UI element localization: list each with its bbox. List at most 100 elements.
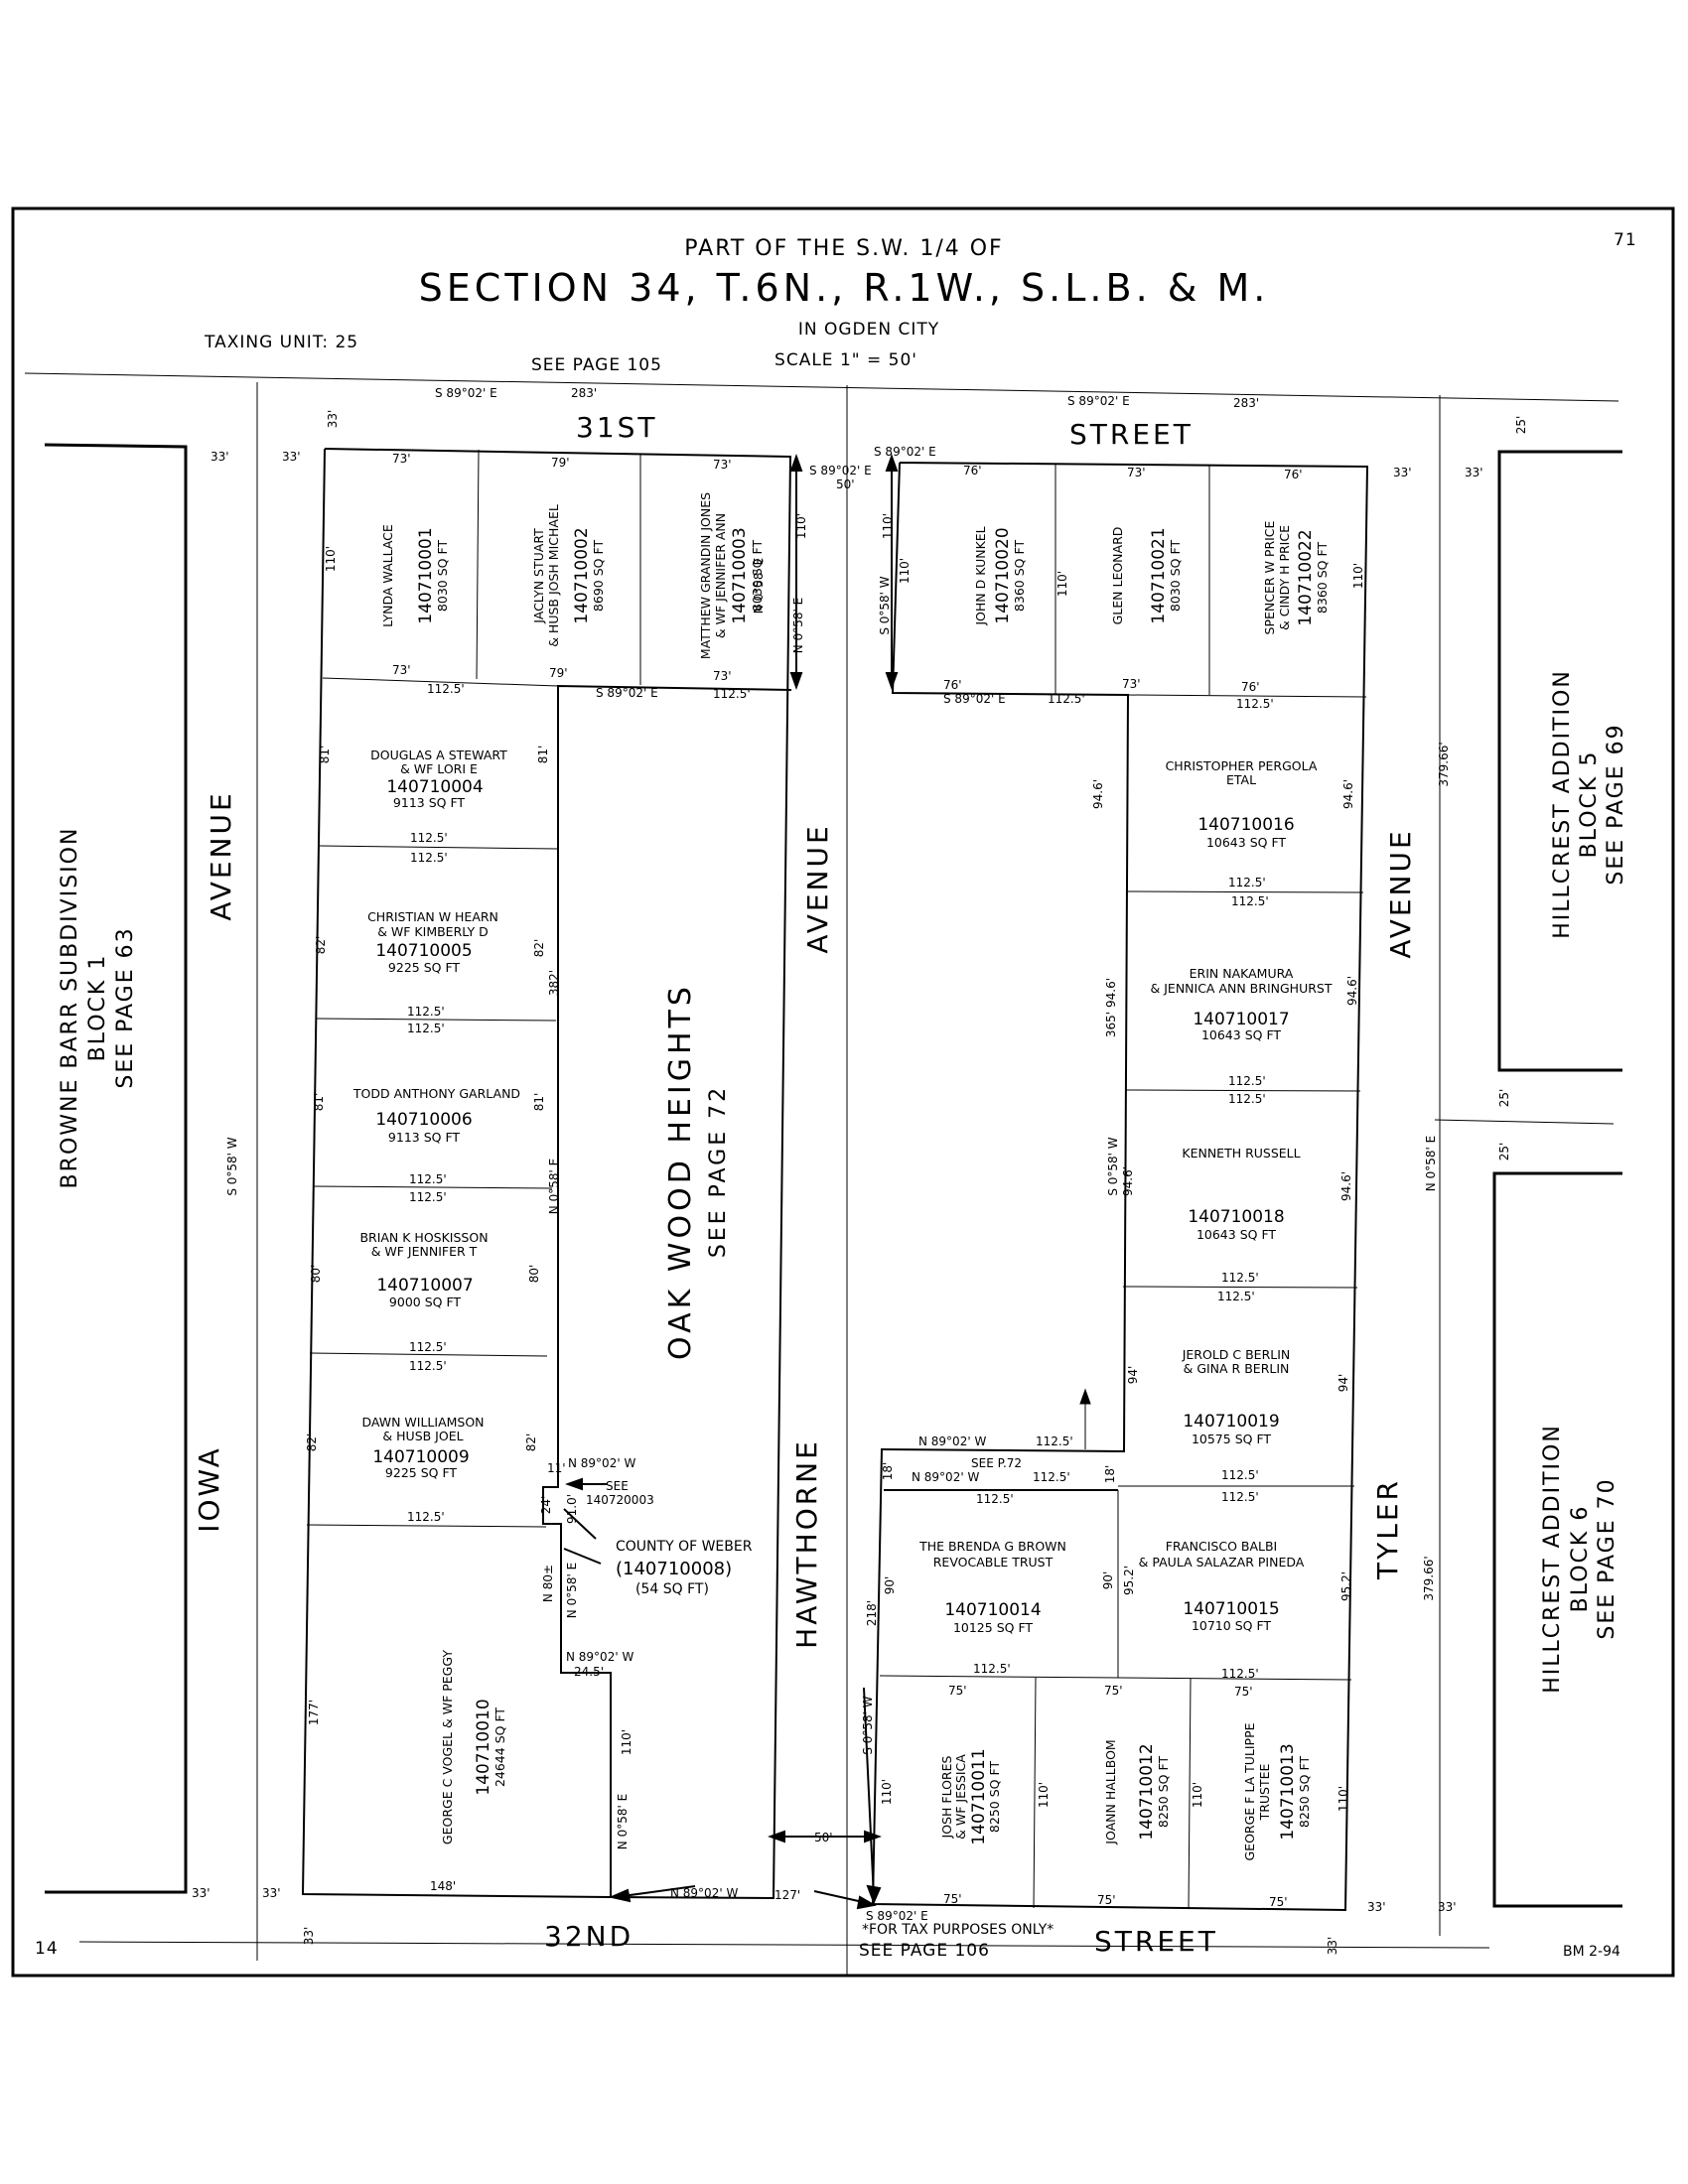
title-line1: PART OF THE S.W. 1/4 OF [684, 236, 1003, 261]
svg-text:N 89°02' W: N 89°02' W [568, 1456, 635, 1470]
svg-text:JOHN D KUNKEL: JOHN D KUNKEL [973, 526, 988, 625]
svg-text:94': 94' [1126, 1366, 1140, 1385]
svg-text:8360 SQ FT: 8360 SQ FT [1315, 542, 1330, 614]
svg-text:33': 33' [302, 1927, 316, 1946]
west-block [301, 448, 792, 1900]
svg-text:112.5': 112.5' [407, 1022, 445, 1035]
svg-text:112.5': 112.5' [973, 1662, 1011, 1676]
svg-text:112.5': 112.5' [1036, 1434, 1073, 1448]
svg-text:& GINA R BERLIN: & GINA R BERLIN [1184, 1361, 1290, 1376]
svg-text:S 89°02' E: S 89°02' E [596, 686, 658, 700]
hillcrest-block5-label: HILLCREST ADDITION BLOCK 5 SEE PAGE 69 [1550, 669, 1628, 939]
svg-text:140710005: 140710005 [375, 941, 472, 961]
svg-text:9225 SQ FT: 9225 SQ FT [385, 1465, 458, 1480]
svg-text:112.5': 112.5' [1231, 894, 1269, 908]
block-edges [44, 443, 1622, 1908]
svg-text:24644 SQ FT: 24644 SQ FT [492, 1707, 507, 1787]
svg-text:BLOCK 5: BLOCK 5 [1577, 751, 1602, 859]
svg-text:50': 50' [814, 1831, 833, 1844]
svg-text:10643 SQ FT: 10643 SQ FT [1201, 1027, 1281, 1042]
parcel-140710013: GEORGE F LA TULIPPE TRUSTEE 140710013 82… [1242, 1722, 1312, 1860]
dimension-labels-vertical: 33' 25' 25' 25' 33' 33' 110' 110' N 0°58… [225, 410, 1528, 1956]
svg-text:SEE PAGE 63: SEE PAGE 63 [113, 926, 138, 1088]
svg-text:112.5': 112.5' [410, 831, 448, 845]
parcel-140710007: BRIAN K HOSKISSON & WF JENNIFER T 140710… [359, 1230, 488, 1309]
svg-text:112.5': 112.5' [1033, 1470, 1070, 1484]
svg-text:THE BRENDA G BROWN: THE BRENDA G BROWN [918, 1539, 1066, 1554]
svg-text:112.5': 112.5' [1236, 697, 1274, 711]
svg-text:33': 33' [262, 1886, 281, 1900]
svg-text:80': 80' [309, 1265, 323, 1284]
parcel-140710020: JOHN D KUNKEL 140710020 8360 SQ FT [973, 526, 1027, 625]
street-tyler-suffix: AVENUE [1384, 828, 1417, 958]
svg-text:112.5': 112.5' [1228, 1092, 1266, 1106]
svg-text:N 0°58' E: N 0°58' E [547, 1159, 561, 1214]
svg-text:177': 177' [307, 1700, 321, 1725]
svg-text:10643 SQ FT: 10643 SQ FT [1206, 835, 1286, 850]
svg-text:33': 33' [1393, 466, 1412, 479]
svg-text:9113 SQ FT: 9113 SQ FT [393, 795, 466, 810]
svg-text:33': 33' [211, 450, 229, 464]
svg-text:73': 73' [1122, 677, 1141, 691]
svg-text:N 0°58' E: N 0°58' E [565, 1563, 579, 1618]
svg-text:75': 75' [943, 1892, 962, 1906]
svg-text:379.66': 379.66' [1437, 742, 1451, 786]
hillcrest-block6-label: HILLCREST ADDITION BLOCK 6 SEE PAGE 70 [1540, 1424, 1619, 1694]
svg-text:112.5': 112.5' [409, 1190, 447, 1204]
see-140720003-id: 140720003 [586, 1493, 654, 1507]
svg-text:10710 SQ FT: 10710 SQ FT [1192, 1618, 1271, 1633]
svg-text:110': 110' [1055, 571, 1069, 597]
svg-text:75': 75' [1269, 1895, 1288, 1909]
street-32nd: 32ND [544, 1920, 633, 1953]
svg-text:9000 SQ FT: 9000 SQ FT [389, 1295, 462, 1309]
svg-text:140710019: 140710019 [1183, 1412, 1279, 1432]
svg-text:94.6': 94.6' [1339, 1171, 1353, 1201]
svg-text:140710010: 140710010 [474, 1699, 493, 1795]
footer-code: BM 2-94 [1563, 1944, 1620, 1960]
street-32nd-suffix: STREET [1094, 1925, 1218, 1958]
svg-text:33': 33' [1367, 1900, 1386, 1914]
svg-text:33': 33' [1465, 466, 1483, 479]
svg-text:33': 33' [282, 450, 301, 464]
svg-text:110': 110' [324, 546, 338, 572]
svg-text:76': 76' [1284, 468, 1303, 481]
svg-text:10125 SQ FT: 10125 SQ FT [953, 1620, 1033, 1635]
parcel-140710006: TODD ANTHONY GARLAND 140710006 9113 SQ F… [352, 1086, 520, 1145]
svg-text:8360 SQ FT: 8360 SQ FT [1012, 540, 1027, 613]
svg-text:379.66': 379.66' [1422, 1556, 1436, 1600]
svg-text:127': 127' [774, 1888, 800, 1902]
parcel-140710021: GLEN LEONARD 140710021 8030 SQ FT [1110, 527, 1183, 625]
svg-text:& WF JESSICA: & WF JESSICA [953, 1754, 968, 1840]
svg-text:75': 75' [948, 1684, 967, 1698]
parcel-140710003: MATTHEW GRANDIN JONES & WF JENNIFER ANN … [698, 492, 765, 659]
svg-text:140710015: 140710015 [1183, 1599, 1279, 1619]
svg-text:95.2': 95.2' [1339, 1571, 1353, 1601]
svg-text:76': 76' [1241, 680, 1260, 694]
svg-text:18': 18' [881, 1462, 895, 1481]
svg-text:73': 73' [713, 458, 732, 472]
svg-text:BRIAN K HOSKISSON: BRIAN K HOSKISSON [359, 1230, 488, 1245]
svg-text:HILLCREST ADDITION: HILLCREST ADDITION [1550, 669, 1575, 939]
svg-text:MATTHEW GRANDIN JONES: MATTHEW GRANDIN JONES [698, 492, 713, 659]
svg-text:LYNDA WALLACE: LYNDA WALLACE [380, 524, 395, 627]
parcel-140710017: ERIN NAKAMURA & JENNICA ANN BRINGHURST 1… [1151, 966, 1333, 1042]
svg-text:112.5': 112.5' [1228, 1074, 1266, 1088]
svg-text:140710011: 140710011 [969, 1748, 989, 1844]
svg-text:75': 75' [1234, 1685, 1253, 1699]
svg-text:140710020: 140710020 [993, 527, 1013, 623]
svg-text:ERIN NAKAMURA: ERIN NAKAMURA [1190, 966, 1294, 981]
see-140720003: SEE [606, 1479, 629, 1493]
svg-text:24': 24' [539, 1496, 553, 1515]
svg-text:JACLYN STUART: JACLYN STUART [531, 528, 546, 624]
parcel-140710011: JOSH FLORES & WF JESSICA 140710011 8250 … [939, 1748, 1002, 1844]
street-31st: 31ST [576, 411, 658, 444]
svg-text:110': 110' [1351, 563, 1365, 589]
svg-text:140710009: 140710009 [372, 1447, 469, 1467]
svg-text:8690 SQ FT: 8690 SQ FT [591, 540, 606, 613]
svg-text:& CINDY H PRICE: & CINDY H PRICE [1277, 525, 1292, 630]
street-lines [24, 372, 1619, 1976]
svg-text:& WF JENNIFER T: & WF JENNIFER T [371, 1244, 478, 1259]
svg-text:110': 110' [880, 1779, 894, 1805]
svg-text:8250 SQ FT: 8250 SQ FT [987, 1761, 1002, 1834]
